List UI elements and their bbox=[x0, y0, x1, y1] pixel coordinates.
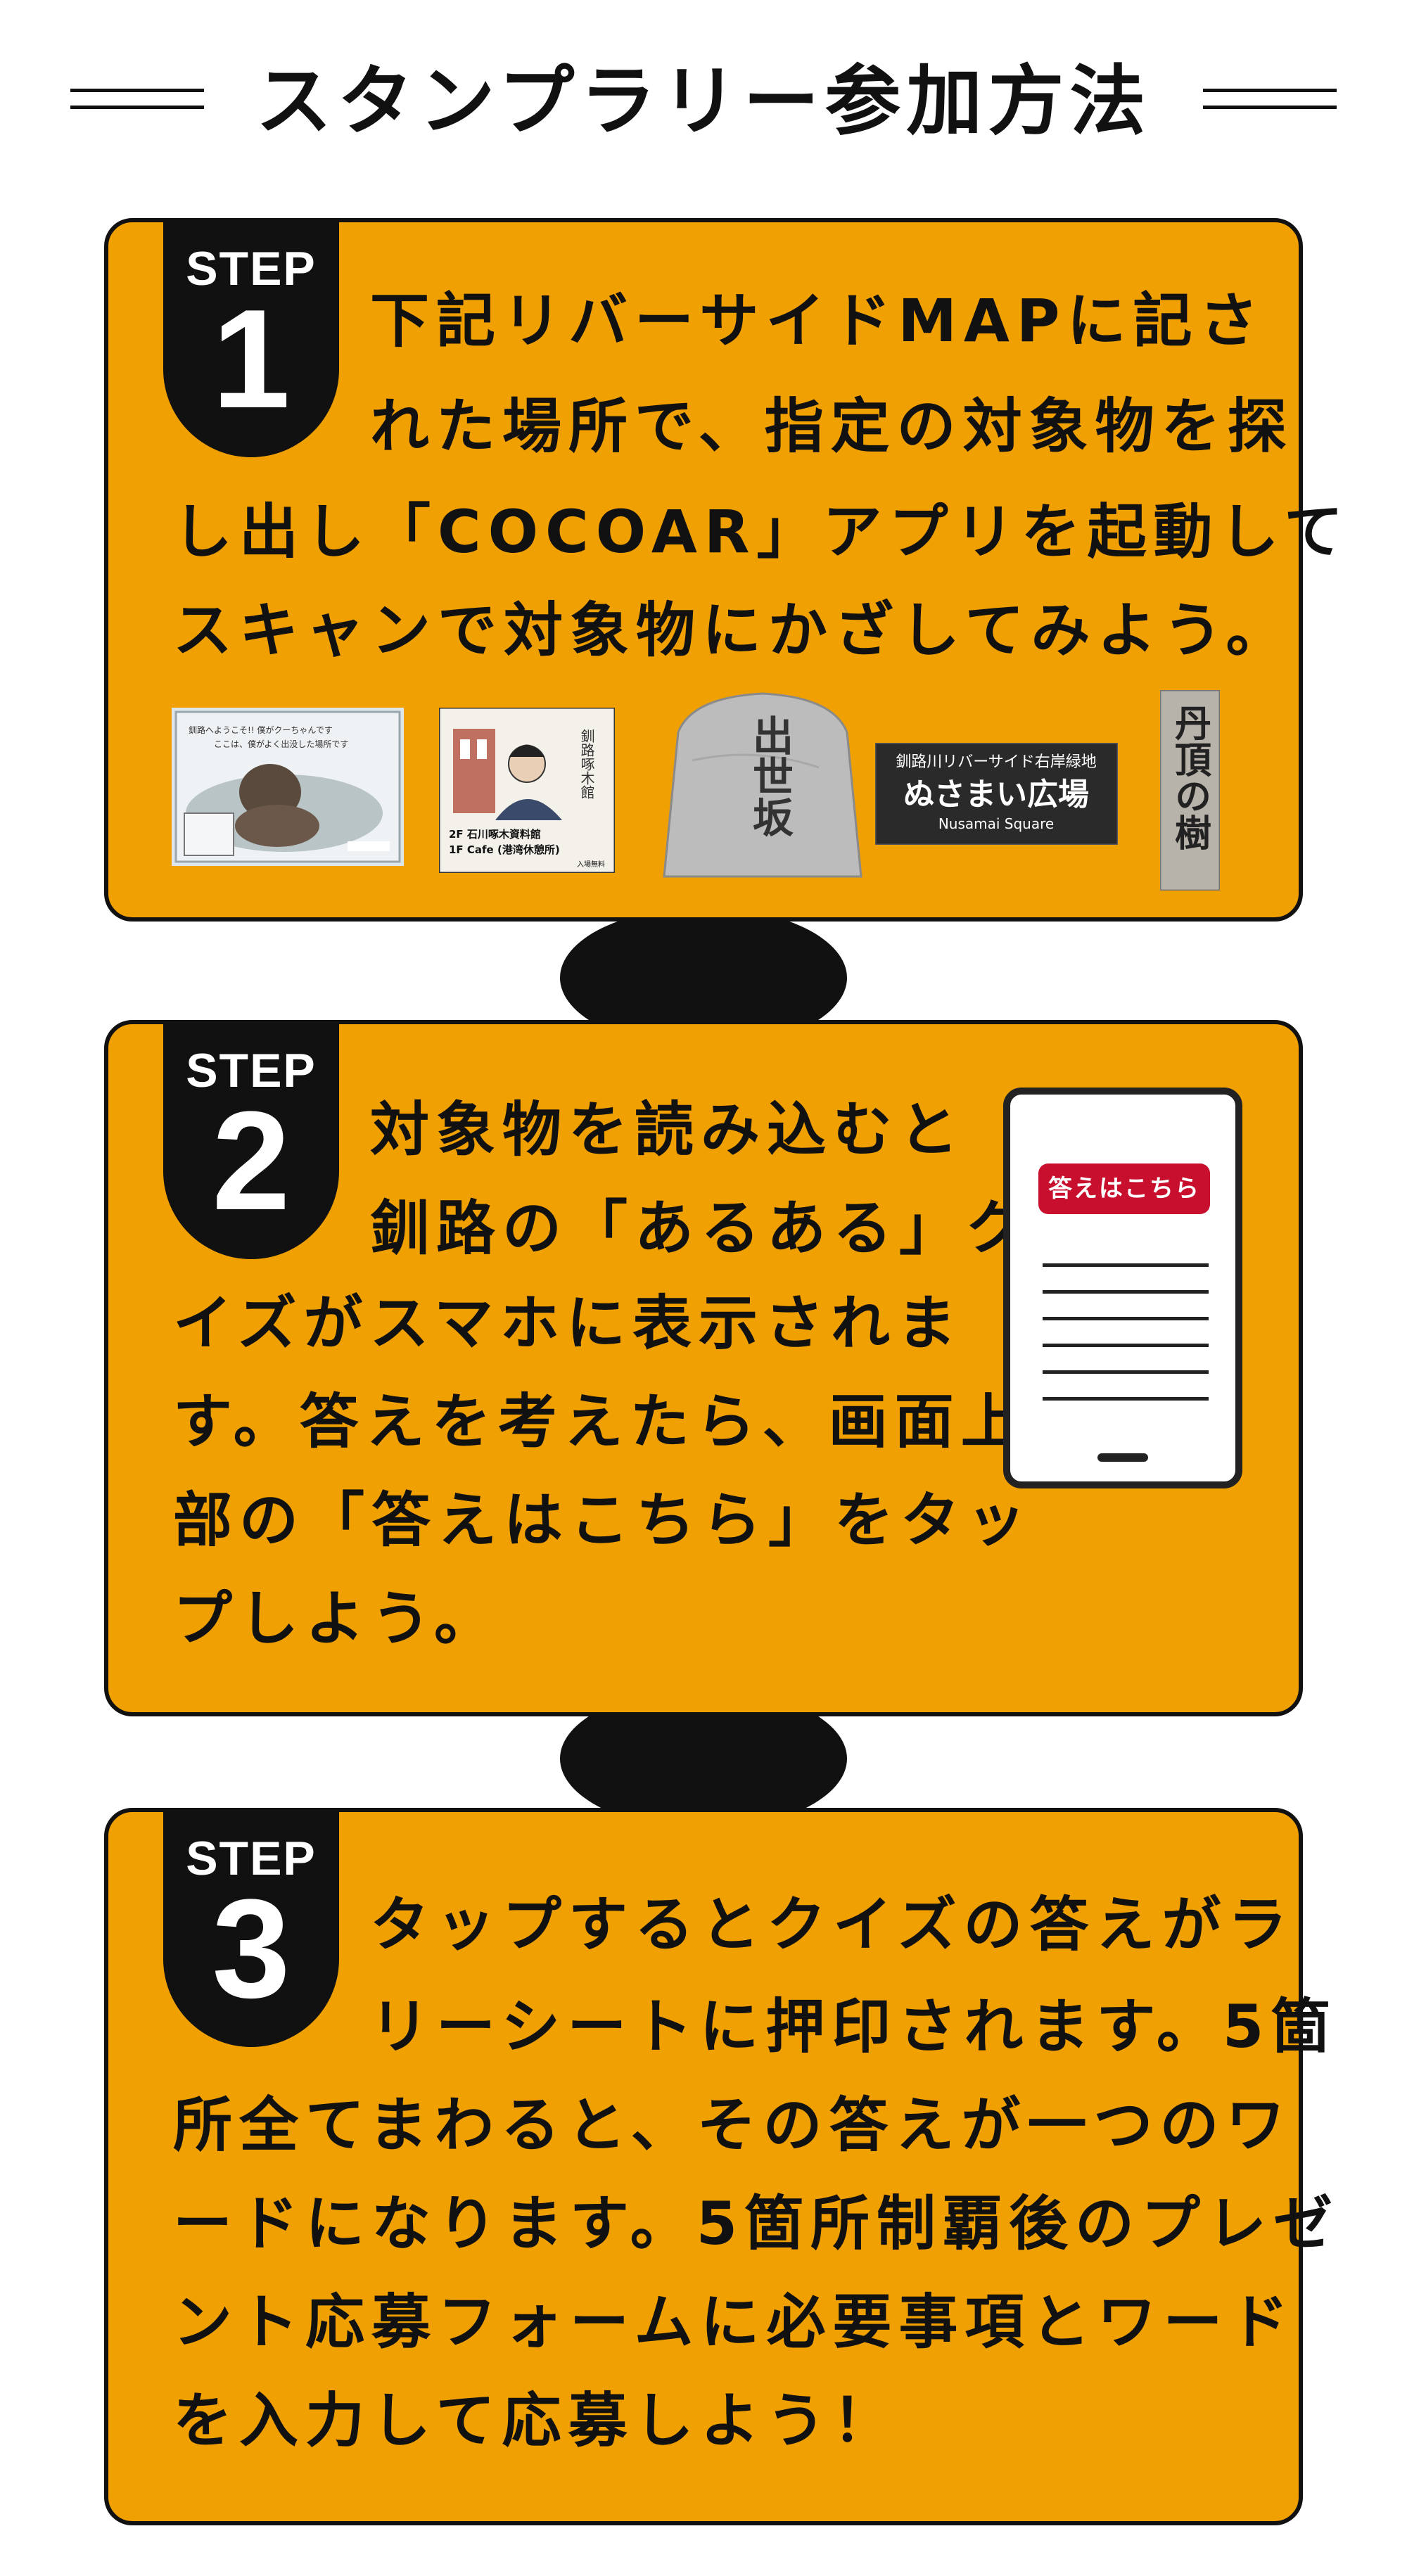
poster-line: 釧路へようこそ!! 僕がクーちゃんです bbox=[189, 725, 333, 735]
step-1-text-line: し出し「COCOAR」アプリを起動して bbox=[173, 497, 1351, 566]
stone-monument-photo: 出世坂 bbox=[663, 692, 862, 878]
step-1-card: STEP 1 下記リバーサイドMAPに記さ れた場所で、指定の対象物を探 し出し… bbox=[104, 218, 1343, 922]
stone-text: 出世坂 bbox=[746, 715, 794, 837]
plaque-english: Nusamai Square bbox=[938, 815, 1054, 832]
title-rule-left-bottom bbox=[70, 106, 204, 109]
museum-name: 釧路啄木館 bbox=[578, 729, 595, 799]
step-1-text-line: 下記リバーサイドMAPに記さ bbox=[370, 286, 1266, 355]
step-number: 3 bbox=[212, 1870, 291, 2027]
text-line-placeholder bbox=[1043, 1370, 1209, 1374]
step-3-badge: STEP 3 bbox=[163, 1808, 339, 2047]
step-3-text-line: 所全てまわると、その答えが一つのワ bbox=[173, 2091, 1292, 2160]
museum-floor-1f: 1F Cafe (港湾休憩所) bbox=[449, 843, 560, 856]
step-2-badge: STEP 2 bbox=[163, 1020, 339, 1259]
step-3-card: STEP 3 タップするとクイズの答えがラ リーシートに押印されます。5箇 所全… bbox=[104, 1808, 1332, 2525]
text-line-placeholder bbox=[1043, 1263, 1209, 1267]
step-3-text-line: を入力して応募しよう！ bbox=[173, 2386, 899, 2455]
title-rule-left-top bbox=[70, 89, 204, 92]
home-bar bbox=[1097, 1453, 1148, 1462]
step-3-text-line: ント応募フォームに必要事項とワード bbox=[173, 2288, 1296, 2357]
step-label: STEP bbox=[186, 1044, 317, 1097]
page-header: スタンプラリー参加方法 bbox=[0, 49, 1407, 155]
wooden-post-photo: 丹頂の樹 bbox=[1160, 690, 1220, 891]
plaque-photo: 釧路川リバーサイド右岸緑地 ぬさまい広場 Nusamai Square bbox=[875, 743, 1118, 845]
plaque-title: ぬさまい広場 bbox=[903, 777, 1089, 812]
text-line-placeholder bbox=[1043, 1344, 1209, 1347]
title-rule-right-bottom bbox=[1203, 106, 1337, 109]
step-1-text-line: れた場所で、指定の対象物を探 bbox=[370, 392, 1294, 461]
step-2-card: STEP 2 対象物を読み込むと 釧路の「あるある」ク イズがスマホに表示されま… bbox=[104, 1020, 1303, 1716]
step-number: 1 bbox=[212, 281, 291, 438]
page-title: スタンプラリー参加方法 bbox=[255, 58, 1152, 146]
museum-tag: 入場無料 bbox=[577, 860, 605, 869]
text-line-placeholder bbox=[1043, 1317, 1209, 1320]
museum-sign-photo: 釧路啄木館 2F 石川啄木資料館 1F Cafe (港湾休憩所) 入場無料 bbox=[439, 708, 615, 873]
answer-button[interactable]: 答えはこちら bbox=[1038, 1163, 1210, 1214]
text-line-placeholder bbox=[1043, 1397, 1209, 1401]
step-number: 2 bbox=[212, 1083, 291, 1239]
poster-line: ここは、僕がよく出没した場所です bbox=[214, 739, 348, 749]
step-2-text-line: 部の「答えはこちら」をタッ bbox=[173, 1486, 1033, 1555]
plaque-line: 釧路川リバーサイド右岸緑地 bbox=[896, 753, 1097, 771]
text-line-placeholder bbox=[1043, 1290, 1209, 1294]
title-rule-right-top bbox=[1203, 89, 1337, 92]
museum-floor-2f: 2F 石川啄木資料館 bbox=[449, 828, 541, 841]
step-3-text-line: リーシートに押印されます。5箇 bbox=[370, 1992, 1337, 2061]
step-2-text-line: イズがスマホに表示されま bbox=[173, 1289, 963, 1358]
step-label: STEP bbox=[186, 242, 317, 295]
step-label: STEP bbox=[186, 1832, 317, 1885]
step-3-text-line: ードになります。5箇所制覇後のプレゼ bbox=[173, 2189, 1340, 2258]
step-2-text-line: プしよう。 bbox=[173, 1584, 500, 1653]
step-2-text-line: す。答えを考えたら、画面上 bbox=[173, 1387, 1027, 1456]
step-3-text-line: タップするとクイズの答えがラ bbox=[370, 1890, 1294, 1959]
otter-poster-photo: 釧路へようこそ!! 僕がクーちゃんです ここは、僕がよく出没した場所です bbox=[172, 708, 404, 866]
smartphone-illustration: 答えはこちら bbox=[1003, 1088, 1242, 1488]
post-text: 丹頂の樹 bbox=[1169, 704, 1211, 850]
step-1-text-line: スキャンで対象物にかざしてみよう。 bbox=[173, 596, 1292, 665]
step-1-badge: STEP 1 bbox=[163, 218, 339, 457]
step-2-text-line: 対象物を読み込むと bbox=[370, 1095, 966, 1164]
step-2-text-line: 釧路の「あるある」ク bbox=[370, 1194, 1032, 1263]
